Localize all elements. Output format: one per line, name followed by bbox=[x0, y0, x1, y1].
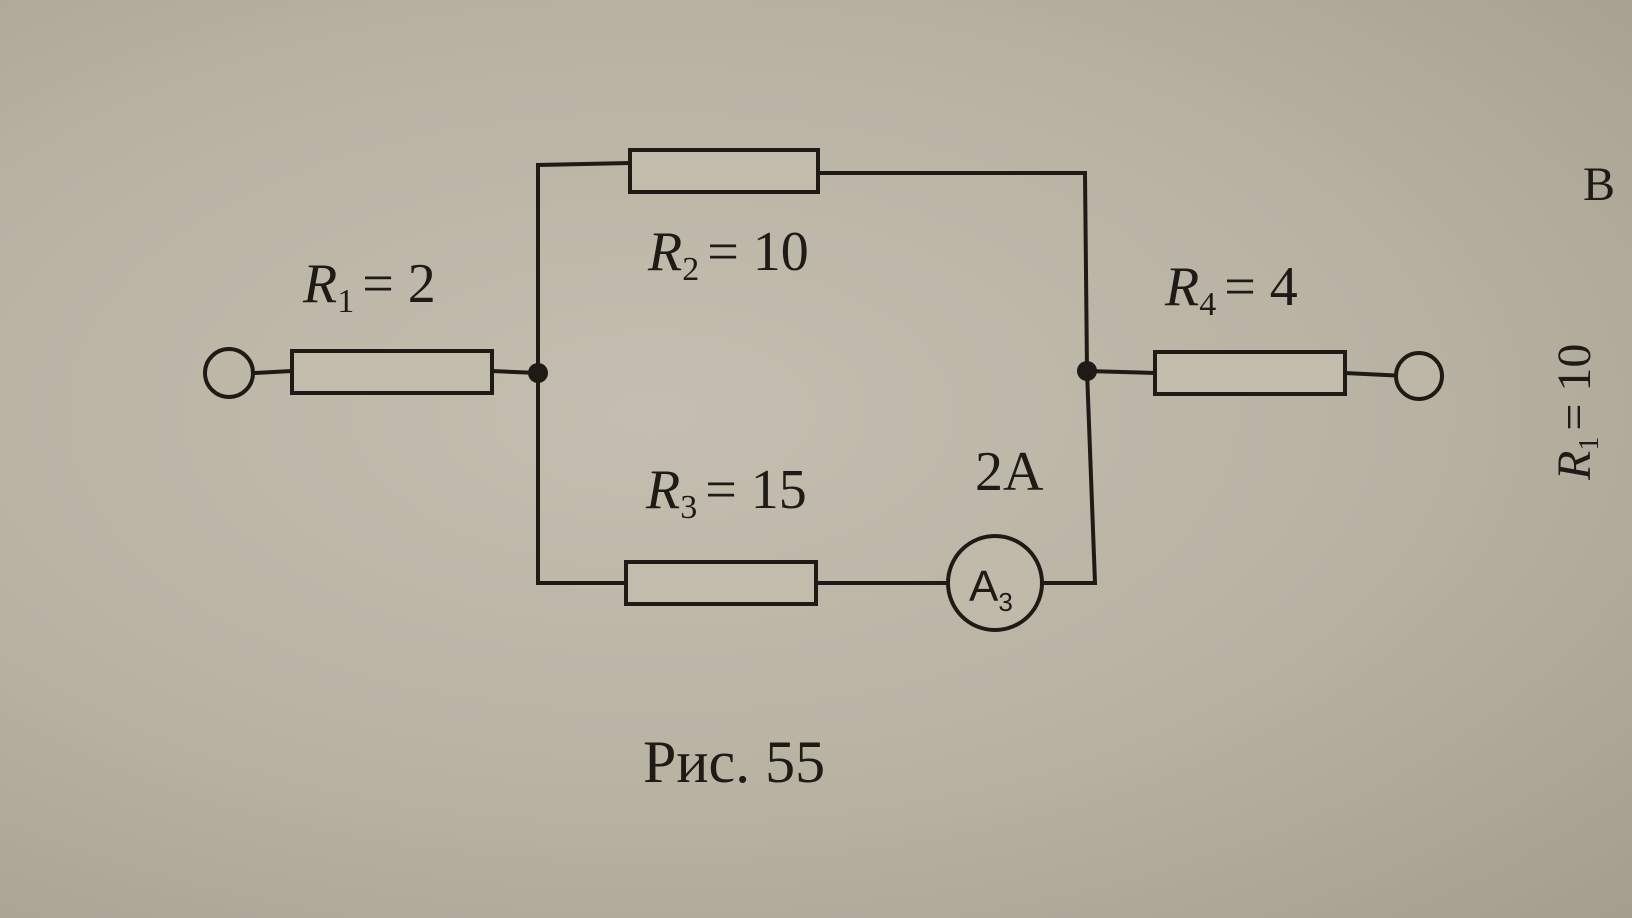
resistor-r3 bbox=[624, 560, 818, 606]
ammeter-label: A3 bbox=[969, 562, 1013, 617]
wire-node-right-r4 bbox=[1085, 369, 1157, 375]
junction-node-left bbox=[528, 363, 548, 383]
resistor-r2 bbox=[628, 148, 820, 194]
wire-left-terminal-r1 bbox=[253, 369, 294, 375]
ammeter-a3 bbox=[946, 534, 1044, 632]
current-label: 2A bbox=[975, 441, 1044, 503]
label-r2: R2= 10 bbox=[647, 221, 809, 288]
label-r3: R3= 15 bbox=[645, 459, 807, 526]
wire-ammeter-node-right bbox=[1040, 369, 1098, 585]
label-r1: R1= 2 bbox=[302, 253, 436, 320]
wire-top-branch-right bbox=[816, 171, 1089, 373]
wires bbox=[253, 161, 1407, 585]
wire-bottom-branch-left bbox=[536, 371, 628, 585]
edge-rotated-label-text: R1= 10 bbox=[1548, 344, 1605, 481]
resistor-r1 bbox=[290, 349, 494, 395]
label-r4: R4= 4 bbox=[1164, 256, 1298, 323]
edge-rotated-label: R1= 10 bbox=[1548, 344, 1605, 481]
resistor-r4 bbox=[1153, 350, 1347, 396]
terminal-left bbox=[203, 347, 255, 399]
terminal-right bbox=[1394, 351, 1444, 401]
edge-letter: В bbox=[1583, 158, 1615, 211]
junction-node-right bbox=[1077, 361, 1097, 381]
wire-top-branch-left bbox=[536, 161, 632, 375]
figure-caption: Рис. 55 bbox=[643, 729, 825, 795]
